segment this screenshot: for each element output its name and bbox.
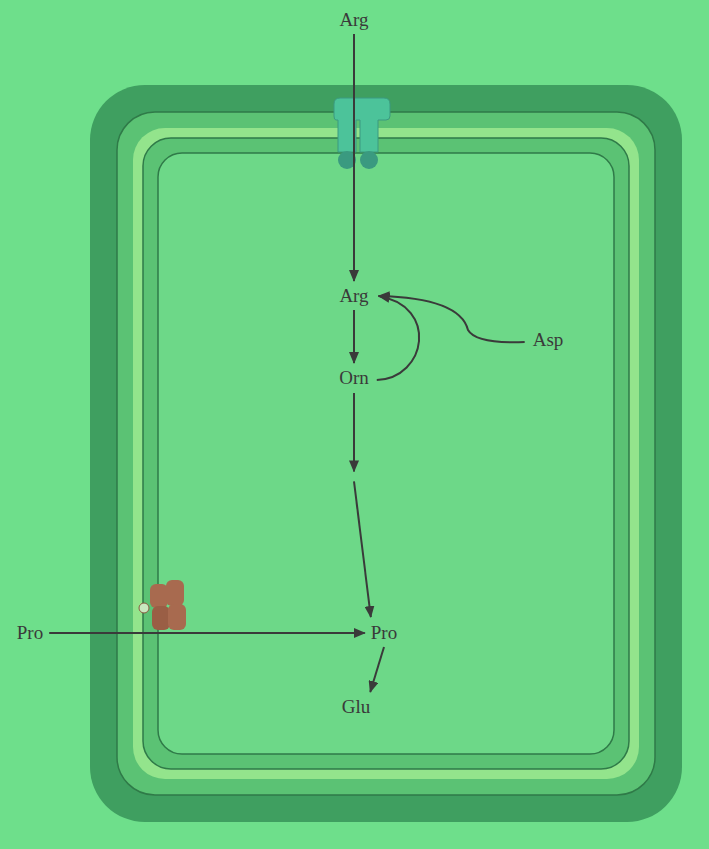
pathway-arrow-segment xyxy=(353,393,355,471)
pathway-arrow xyxy=(354,393,371,617)
metabolite-node: Asp xyxy=(529,327,568,353)
metabolite-node: Arg xyxy=(335,7,372,33)
metabolite-label: Glu xyxy=(342,696,371,718)
pathway-arrow xyxy=(377,296,419,380)
metabolite-node: Glu xyxy=(338,694,375,720)
pathway-arrow xyxy=(370,647,384,692)
pro-transporter xyxy=(139,580,186,630)
wall-layer xyxy=(117,112,655,795)
pathway-arrow xyxy=(49,633,365,634)
pathway-arrow-segment xyxy=(353,34,355,281)
arg-transporter xyxy=(334,98,390,169)
pathway-arrow-segment xyxy=(379,296,525,342)
metabolite-node: Pro xyxy=(13,620,47,646)
pathway-arrow-segment xyxy=(353,310,355,363)
pathway-arrow-segment xyxy=(354,481,371,617)
metabolite-node: Arg xyxy=(335,283,372,309)
outer-wall xyxy=(90,85,682,822)
metabolite-label: Arg xyxy=(339,9,368,31)
pathway-arrow xyxy=(379,296,525,342)
periplasm-stripe xyxy=(133,128,639,779)
metabolite-label: Orn xyxy=(339,367,369,389)
pathway-arrow-segment xyxy=(370,647,384,692)
pathway-arrow-segment xyxy=(377,296,419,380)
pathway-arrow-segment xyxy=(49,632,365,634)
membrane xyxy=(143,138,629,769)
cytoplasm xyxy=(158,153,614,754)
metabolite-label: Pro xyxy=(17,622,43,644)
metabolite-node: Pro xyxy=(367,620,401,646)
metabolite-label: Asp xyxy=(533,329,564,351)
pathway-arrow xyxy=(354,34,355,281)
pathway-arrow xyxy=(354,310,355,363)
metabolite-node: Orn xyxy=(335,365,373,391)
metabolite-label: Arg xyxy=(339,285,368,307)
metabolite-label: Pro xyxy=(371,622,397,644)
